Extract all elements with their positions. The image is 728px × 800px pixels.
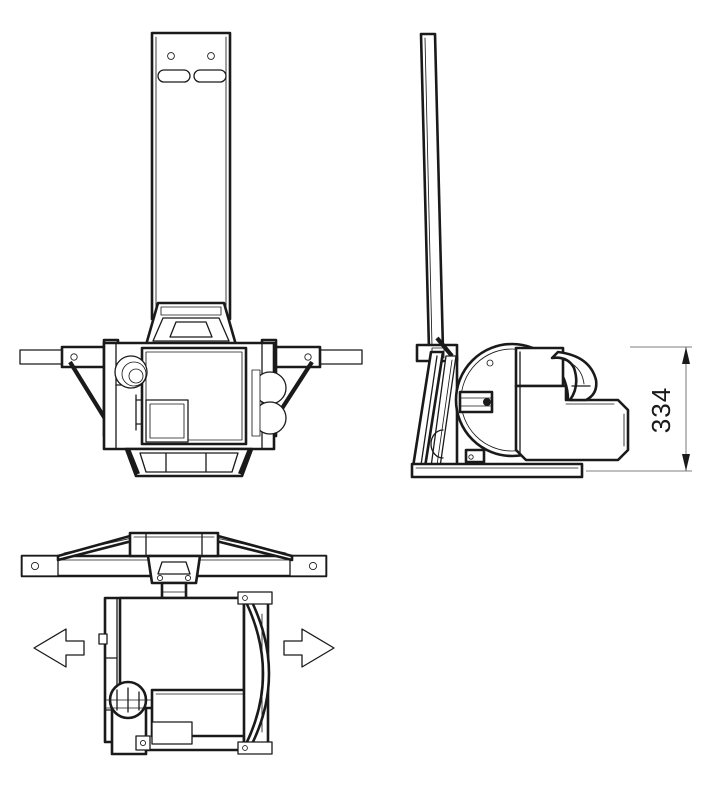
left-arrow-icon	[33, 628, 85, 668]
side-view-body	[514, 346, 630, 462]
base-rail	[410, 462, 584, 479]
side-view-foot	[464, 448, 486, 464]
front-view-left-coil	[114, 355, 148, 389]
cross-bar-hole-left	[30, 561, 40, 571]
plan-view-braces	[56, 531, 294, 562]
right-arrow-icon	[283, 628, 335, 668]
direction-arrow-left	[33, 628, 85, 668]
left-arm-extension	[19, 349, 65, 365]
front-view-base	[124, 447, 254, 478]
body-tab	[151, 721, 193, 745]
body-lower	[514, 384, 630, 462]
plan-view-body	[98, 596, 258, 756]
side-view-mast	[419, 32, 445, 352]
dimension-value-334: 334	[646, 387, 676, 433]
front-view-mount-bracket	[144, 301, 238, 347]
body-left-lug	[98, 633, 108, 645]
plan-view-center-mount	[146, 554, 202, 603]
plan-view	[20, 531, 335, 756]
right-arm-pivot-hole	[304, 353, 312, 361]
right-bottom-cap	[237, 741, 273, 755]
cross-bar-hole-right	[308, 561, 318, 571]
front-view	[19, 31, 363, 478]
hub-center	[483, 398, 491, 406]
dim-arrow-bottom	[682, 454, 690, 471]
side-mast-body	[419, 32, 445, 352]
mast-hole-right	[207, 52, 215, 60]
curved-arm	[550, 350, 598, 402]
side-view-curved-arm	[550, 350, 598, 402]
side-view-hub	[458, 390, 494, 414]
dim-arrow-top	[682, 347, 690, 364]
direction-arrow-right	[283, 628, 335, 668]
right-top-cap	[237, 591, 273, 605]
side-view: 334	[410, 32, 692, 479]
side-view-support-legs	[411, 350, 459, 469]
cross-bar-right-end	[289, 555, 327, 577]
right-arm-extension	[317, 349, 363, 365]
plan-view-right-end	[237, 591, 273, 755]
brace-center-block	[128, 531, 220, 558]
dimension-overall-height: 334	[586, 346, 692, 472]
drum-hole-upper	[486, 359, 494, 367]
hub-block	[458, 390, 494, 414]
center-mount-slot	[157, 561, 191, 575]
plan-view-knob	[104, 680, 153, 720]
mast-hole-left	[167, 52, 175, 60]
front-view-mast	[150, 31, 232, 321]
mast-slot-right	[193, 69, 227, 83]
left-arm-pivot-hole	[70, 353, 78, 361]
side-view-base-rail	[410, 462, 584, 479]
front-view-right-rollers	[251, 369, 287, 437]
cross-bar-left-end	[21, 555, 59, 577]
mast-slot-left	[157, 69, 191, 83]
